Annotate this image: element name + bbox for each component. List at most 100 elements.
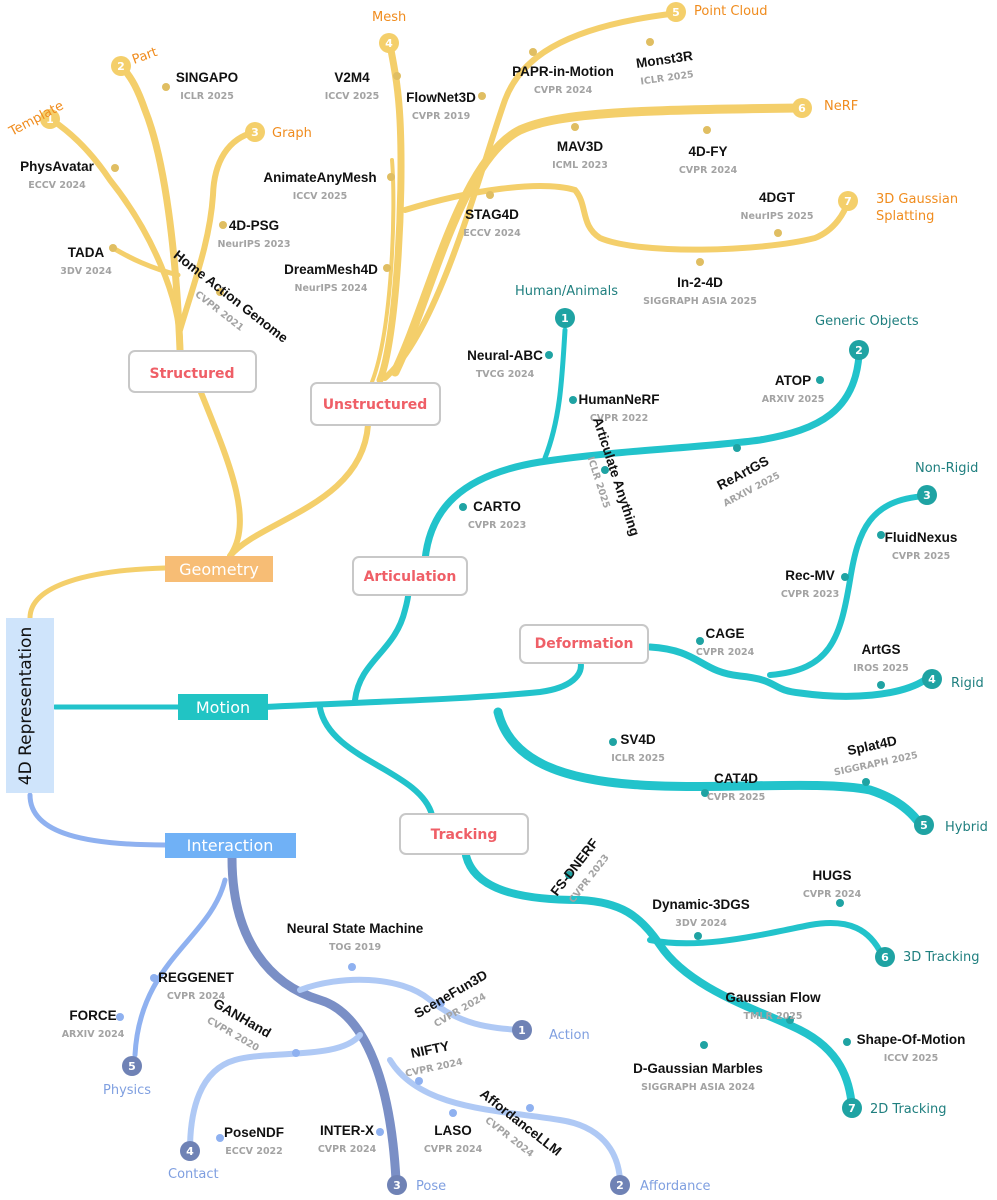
subbranch-unstructured[interactable]: Unstructured (310, 382, 441, 426)
category-template[interactable]: 1 Template (6, 98, 66, 140)
category-graph-label: Graph (272, 126, 312, 141)
category-mesh[interactable]: 4 Mesh (372, 10, 406, 53)
paper-name: ArtGS (861, 642, 900, 657)
branch-motion[interactable]: Motion (178, 694, 268, 720)
edge-structured-graph (177, 129, 258, 333)
branch-interaction[interactable]: Interaction (165, 833, 296, 858)
paper-venue: CVPR 2024 (696, 647, 755, 658)
category-2d-tracking-num: 7 (848, 1102, 856, 1115)
category-2d-tracking[interactable]: 7 2D Tracking (842, 1098, 947, 1118)
category-3dgs[interactable]: 7 3D Gaussian Splatting (838, 191, 962, 224)
category-generic-objects-label: Generic Objects (815, 314, 919, 329)
paper-name: D-Gaussian Marbles (633, 1061, 763, 1076)
paper-venue: ECCV 2024 (463, 228, 521, 239)
category-pose[interactable]: 3 Pose (387, 1175, 446, 1195)
category-physics-label: Physics (103, 1083, 151, 1098)
paper-name: FORCE (69, 1008, 116, 1023)
category-point-cloud[interactable]: 5 Point Cloud (666, 2, 768, 22)
category-hybrid-label: Hybrid (945, 820, 988, 835)
branch-geometry-label: Geometry (179, 560, 259, 579)
paper-venue: ICLR 2025 (611, 753, 665, 764)
category-physics[interactable]: 5 Physics (103, 1056, 151, 1098)
category-part[interactable]: 2 Part (111, 45, 159, 76)
paper-venue: TOG 2019 (329, 942, 381, 953)
paper-name: Dynamic-3DGS (652, 897, 750, 912)
root-node[interactable]: 4D Representation (6, 618, 54, 793)
category-action-label: Action (549, 1028, 590, 1043)
category-hybrid[interactable]: 5 Hybrid (914, 815, 988, 835)
subbranch-articulation[interactable]: Articulation (352, 556, 468, 596)
category-non-rigid[interactable]: 3 Non-Rigid (915, 461, 978, 505)
branch-motion-label: Motion (196, 698, 250, 717)
subbranch-deformation[interactable]: Deformation (519, 624, 649, 664)
subbranch-structured[interactable]: Structured (128, 350, 257, 393)
category-generic-objects[interactable]: 2 Generic Objects (815, 314, 919, 360)
paper-name: In-2-4D (677, 275, 723, 290)
paper-venue: ICCV 2025 (325, 91, 380, 102)
category-human-animals[interactable]: 1 Human/Animals (515, 284, 618, 328)
category-physics-num: 5 (128, 1060, 136, 1073)
paper-venue: CVPR 2023 (781, 589, 839, 600)
category-3d-tracking[interactable]: 6 3D Tracking (875, 947, 980, 967)
category-action[interactable]: 1 Action (512, 1020, 590, 1043)
branch-geometry[interactable]: Geometry (165, 556, 273, 582)
category-rigid[interactable]: 4 Rigid (922, 669, 984, 691)
paper-name: CARTO (473, 499, 521, 514)
category-graph[interactable]: 3 Graph (245, 122, 312, 142)
paper-name: SINGAPO (176, 70, 238, 85)
paper-name: ATOP (775, 373, 811, 388)
paper-venue: CVPR 2024 (679, 165, 738, 176)
category-affordance[interactable]: 2 Affordance (610, 1175, 711, 1195)
paper-name: Gaussian Flow (725, 990, 821, 1005)
category-contact[interactable]: 4 Contact (168, 1141, 219, 1182)
edge-interaction-pose (227, 853, 401, 1185)
subbranch-tracking[interactable]: Tracking (399, 813, 529, 855)
category-nerf[interactable]: 6 NeRF (792, 98, 858, 118)
